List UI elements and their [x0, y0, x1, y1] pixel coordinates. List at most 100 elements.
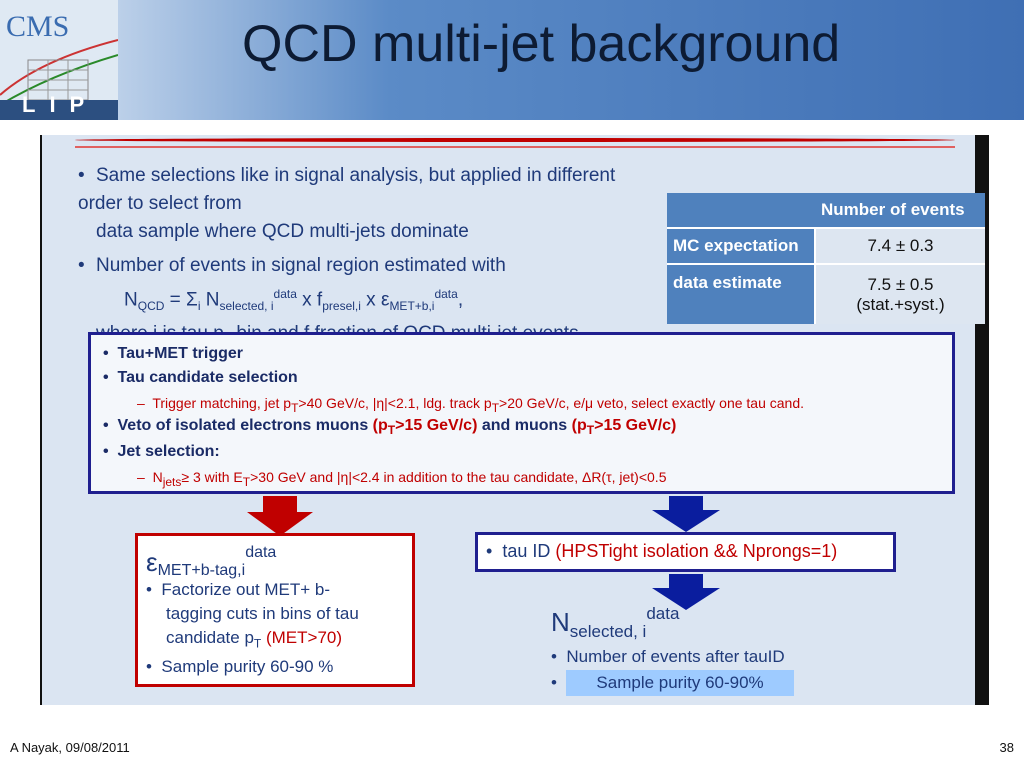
- formula-e-sup: data: [434, 287, 458, 301]
- list-item: • Sample purity 60-90%: [551, 670, 794, 696]
- formula-line: NQCD = Σi Nselected, idata x fpresel,i x…: [78, 280, 658, 320]
- after-tauid: Number of events after tauID: [566, 647, 785, 666]
- selection-steps-box: • Tau+MET trigger • Tau candidate select…: [88, 332, 955, 494]
- item1-line3-red: (MET>70): [261, 628, 343, 647]
- bullet-1-cont: data sample where QCD multi-jets dominat…: [78, 218, 658, 246]
- veto-b: (p: [372, 417, 388, 434]
- logo-graphic: [0, 39, 118, 120]
- bullet-1-line1: Same selections like in signal analysis,…: [78, 165, 616, 214]
- step-jet-detail: – Njets≥ 3 with ET>30 GeV and |η|<2.4 in…: [137, 469, 667, 489]
- step-tau-candidate-detail: – Trigger matching, jet pT>40 GeV/c, |η|…: [137, 395, 805, 415]
- tau-id-box: • tau ID (HPSTight isolation && Nprongs=…: [475, 532, 896, 572]
- jet-b-sub: T: [242, 474, 251, 489]
- formula-x1: x f: [296, 289, 323, 311]
- veto-c: >15 GeV/c): [395, 417, 478, 434]
- bullet-1: •Same selections like in signal analysis…: [78, 165, 616, 214]
- detail-b-sub: T: [491, 400, 500, 415]
- jet-a-sub: jets: [162, 474, 182, 489]
- n-sup: data: [646, 604, 680, 623]
- logo-lip-text: LIP: [22, 92, 99, 117]
- formula-sum-sub: i: [197, 299, 201, 314]
- formula-n-sub: QCD: [137, 299, 165, 314]
- formula-f-sub: presel,i: [322, 299, 361, 314]
- item2: Sample purity 60-90 %: [161, 657, 334, 677]
- item1-line3-sub: T: [253, 636, 262, 651]
- footer-author-date: A Nayak, 09/08/2011: [10, 740, 130, 755]
- table-row: MC expectation 7.4 ± 0.3: [667, 227, 985, 264]
- row-label: data estimate: [667, 263, 815, 324]
- formula-tail: ,: [457, 289, 464, 311]
- cms-lip-logo: CMS LIP: [0, 0, 118, 120]
- eps-sub: MET+b-tag,i: [157, 562, 246, 579]
- n: N: [551, 607, 570, 637]
- row-value-note: (stat.+syst.): [856, 294, 945, 314]
- bullet-1-line2: data sample where QCD multi-jets dominat…: [96, 221, 469, 242]
- bullet-2: •Number of events in signal region estim…: [78, 255, 506, 276]
- row-value: 7.5 ± 0.5: [867, 274, 934, 294]
- down-arrow-blue-2: [652, 574, 720, 610]
- veto-f: >15 GeV/c): [594, 417, 677, 434]
- item1-line2: tagging cuts in bins of tau: [166, 604, 359, 623]
- eps-sup: data: [245, 544, 277, 561]
- item1-line1: Factorize out MET+ b-: [161, 580, 331, 599]
- step-trigger-label: Tau+MET trigger: [117, 345, 244, 362]
- detail-a-sub: T: [291, 400, 299, 415]
- formula-n2-sup: data: [273, 287, 297, 301]
- red-divider-thin: [75, 146, 955, 148]
- n-selected-symbol: Nselected, idata: [551, 604, 679, 642]
- step-jet-selection: • Jet selection:: [103, 443, 220, 460]
- list-item: • Factorize out MET+ b-: [146, 580, 331, 599]
- n-sub: selected, i: [569, 622, 647, 641]
- slide-title: QCD multi-jet background: [242, 15, 841, 73]
- met-btag-efficiency-box: εMET+b-tag,idata • Factorize out MET+ b-…: [135, 533, 415, 687]
- tau-id-label: tau ID: [502, 541, 556, 561]
- veto-b-sub: T: [387, 423, 396, 438]
- formula-n: N: [124, 289, 138, 311]
- table-corner: [667, 193, 815, 228]
- veto-e-sub: T: [586, 423, 595, 438]
- logo-cms-text: CMS: [6, 10, 70, 43]
- formula-x2: x ε: [360, 289, 390, 311]
- item1-line3: candidate p: [166, 628, 254, 647]
- row-value-multi: 7.5 ± 0.5 (stat.+syst.): [814, 263, 985, 324]
- formula-eq: = Σ: [164, 289, 198, 311]
- formula-e-sub: MET+b,i: [389, 299, 435, 314]
- jet-a: N: [152, 469, 163, 485]
- table-header-row: Number of events: [667, 193, 985, 228]
- title-bar: CMS LIP QCD multi-jet background: [0, 0, 1024, 120]
- jet-b: ≥ 3 with E: [181, 469, 243, 485]
- veto-a: Veto of isolated electrons muons: [117, 417, 373, 434]
- jet-c: >30 GeV and |η|<2.4 in addition to the t…: [250, 469, 667, 485]
- purity-highlight: Sample purity 60-90%: [566, 670, 794, 696]
- down-arrow-red: [247, 496, 313, 536]
- footer-page-number: 38: [999, 740, 1014, 755]
- step-tau-candidate-label: Tau candidate selection: [117, 369, 298, 386]
- list-item: • Number of events after tauID: [551, 647, 785, 666]
- list-item-cont: candidate pT (MET>70): [146, 626, 359, 655]
- events-table: Number of events MC expectation 7.4 ± 0.…: [667, 193, 985, 324]
- eps: ε: [146, 547, 158, 577]
- formula-n2-sub: selected, i: [219, 299, 274, 314]
- jet-selection-label: Jet selection:: [117, 443, 220, 460]
- detail-b: >40 GeV/c, |η|<2.1, ldg. track p: [298, 395, 492, 411]
- down-arrow-blue: [652, 496, 720, 532]
- n-selected-list: • Number of events after tauID • Sample …: [551, 644, 794, 696]
- step-lepton-veto: • Veto of isolated electrons muons (pT>1…: [103, 417, 677, 438]
- veto-d: and muons: [477, 417, 572, 434]
- list-item: • Sample purity 60-90 %: [146, 657, 334, 677]
- red-divider: [75, 138, 955, 142]
- table-header: Number of events: [815, 193, 985, 228]
- tau-id-condition: (HPSTight isolation && Nprongs=1): [555, 541, 838, 561]
- detail-a: Trigger matching, jet p: [152, 395, 292, 411]
- step-trigger: • Tau+MET trigger: [103, 345, 244, 362]
- step-tau-candidate: • Tau candidate selection: [103, 369, 298, 386]
- intro-bullets: •Same selections like in signal analysis…: [78, 162, 658, 354]
- list-item-cont: tagging cuts in bins of tau: [146, 602, 359, 626]
- epsilon-symbol: εMET+b-tag,idata: [146, 544, 276, 580]
- detail-c: >20 GeV/c, e/μ veto, select exactly one …: [499, 395, 805, 411]
- tau-id-line: • tau ID (HPSTight isolation && Nprongs=…: [486, 541, 838, 561]
- row-value: 7.4 ± 0.3: [814, 227, 985, 264]
- table-row: data estimate 7.5 ± 0.5 (stat.+syst.): [667, 263, 985, 324]
- efficiency-list: • Factorize out MET+ b- tagging cuts in …: [146, 578, 359, 679]
- formula-n2: N: [200, 289, 220, 311]
